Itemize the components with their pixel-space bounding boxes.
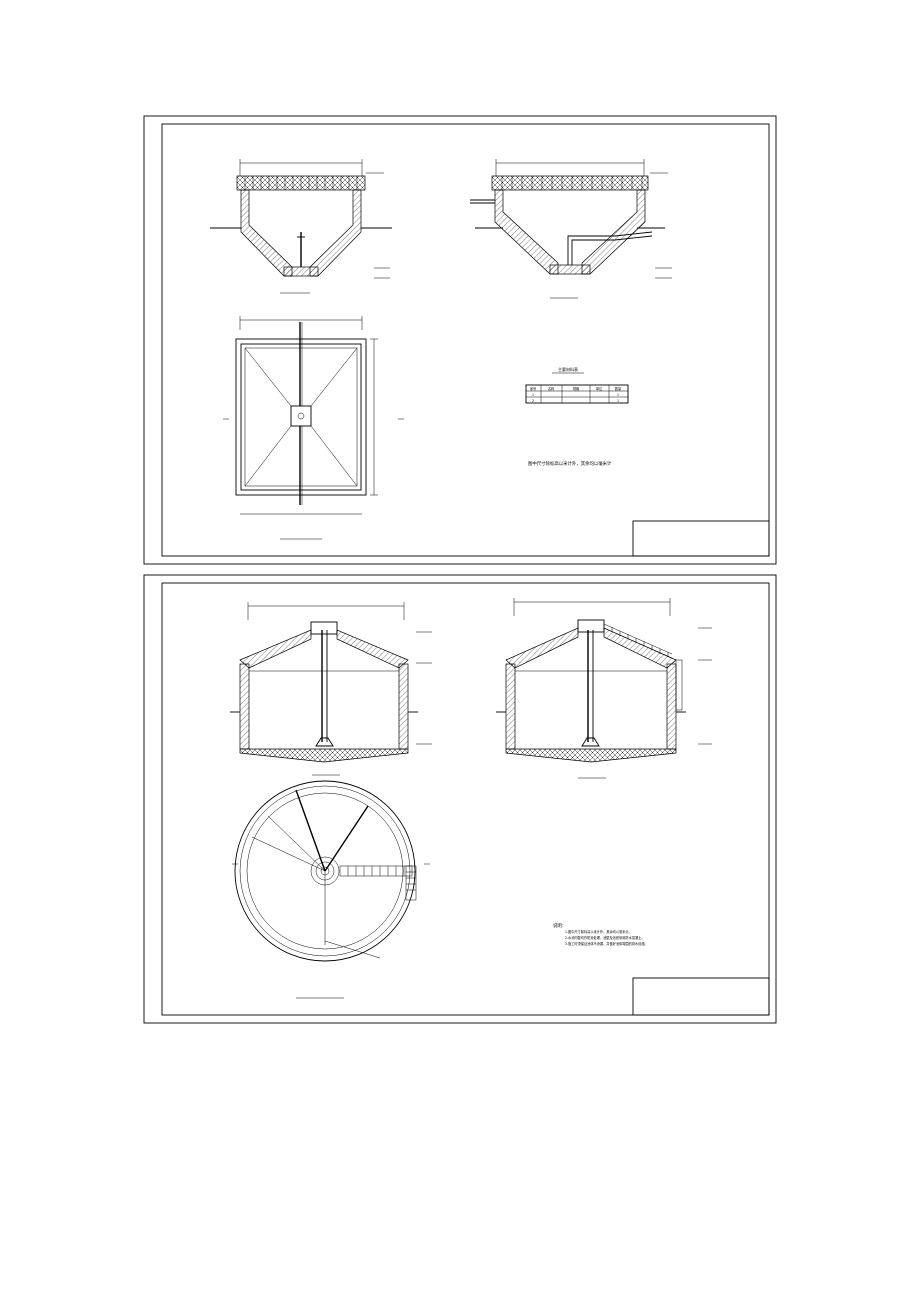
sheet-1-title-block [632, 520, 770, 557]
sheet-1-section-right [470, 159, 672, 299]
sheet-2-notes: 说明： 1.图中尺寸除标高以米计外，其余均以毫米计。 2.水池内壁均作防渗处理，… [553, 922, 648, 946]
table-header-5: 数量 [615, 386, 622, 391]
note-2: 2.水池内壁均作防渗处理，池壁及池底采用防水混凝土。 [565, 935, 645, 940]
table-title: 主要材料表 [558, 366, 578, 372]
table-header-2: 名称 [548, 386, 555, 391]
table-row-1-qty: 1 [617, 393, 619, 397]
sheet-1: 主要材料表 序号 名称 规格 单位 数量 1 1 2 1 图中尺寸除标高以米计外… [143, 115, 777, 565]
note-1: 1.图中尺寸除标高以米计外，其余均以毫米计。 [565, 929, 632, 934]
sheet-2-circular-plan [232, 780, 430, 999]
sheet-1-section-left [210, 159, 392, 294]
table-header-4: 单位 [596, 386, 603, 391]
sheet-1-material-table: 主要材料表 序号 名称 规格 单位 数量 1 1 2 1 [525, 366, 629, 404]
table-row-2-no: 2 [532, 399, 534, 403]
sheet-2: 说明： 1.图中尺寸除标高以米计外，其余均以毫米计。 2.水池内壁均作防渗处理，… [143, 574, 777, 1024]
sheet-2-title-block [632, 977, 770, 1016]
notes-label: 说明： [553, 922, 566, 929]
sheet-2-section-left [230, 602, 432, 776]
table-row-2-qty: 1 [617, 399, 619, 403]
sheet-2-section-right [496, 598, 712, 779]
table-row-1-no: 1 [532, 393, 534, 397]
sheet-1-note: 图中尺寸除标高以米计外，其余均以毫米计 [528, 460, 612, 467]
table-header-3: 规格 [573, 386, 580, 391]
note-3: 3.施工时须保证池体不渗漏，并做好池体周围的排水设施。 [565, 941, 648, 946]
table-header-1: 序号 [530, 386, 536, 391]
sheet-1-plan-view [223, 316, 404, 540]
